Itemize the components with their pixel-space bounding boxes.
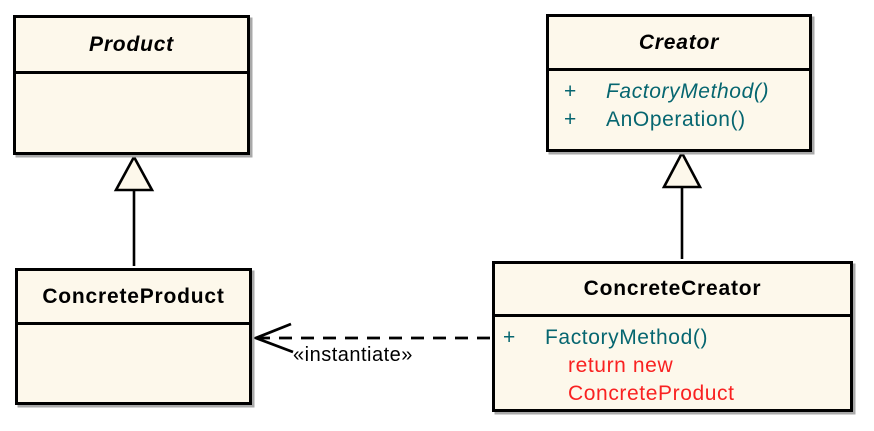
visibility-marker: + xyxy=(564,108,577,131)
class-box-creator: Creator + FactoryMethod() + AnOperation(… xyxy=(546,14,812,152)
method-anoperation: + AnOperation() xyxy=(549,106,809,134)
class-box-concrete-product: ConcreteProduct xyxy=(15,268,252,405)
method-factorymethod: + FactoryMethod() xyxy=(549,78,809,106)
inheritance-arrow-product xyxy=(113,154,155,266)
class-box-product: Product xyxy=(13,15,250,155)
class-title-concrete-product: ConcreteProduct xyxy=(18,271,249,325)
class-body-concrete-creator: + FactoryMethod() return new ConcretePro… xyxy=(495,317,850,409)
class-body-creator: + FactoryMethod() + AnOperation() xyxy=(549,71,809,149)
visibility-marker: + xyxy=(564,80,577,103)
code-note-line: return new xyxy=(568,354,674,377)
inheritance-arrow-creator xyxy=(661,150,703,259)
method-signature: AnOperation() xyxy=(606,108,746,131)
class-title-concrete-creator: ConcreteCreator xyxy=(495,264,850,317)
method-factorymethod: + FactoryMethod() xyxy=(495,324,850,352)
class-body-product xyxy=(16,74,247,152)
class-box-concrete-creator: ConcreteCreator + FactoryMethod() return… xyxy=(492,261,853,412)
class-body-concrete-product xyxy=(18,325,249,402)
instantiate-edge-label: «instantiate» xyxy=(293,344,413,366)
visibility-marker: + xyxy=(503,326,516,349)
method-signature: FactoryMethod() xyxy=(606,80,770,103)
method-signature: FactoryMethod() xyxy=(545,326,709,349)
code-note-line: ConcreteProduct xyxy=(568,382,735,405)
class-title-product: Product xyxy=(16,18,247,74)
class-title-creator: Creator xyxy=(549,17,809,71)
